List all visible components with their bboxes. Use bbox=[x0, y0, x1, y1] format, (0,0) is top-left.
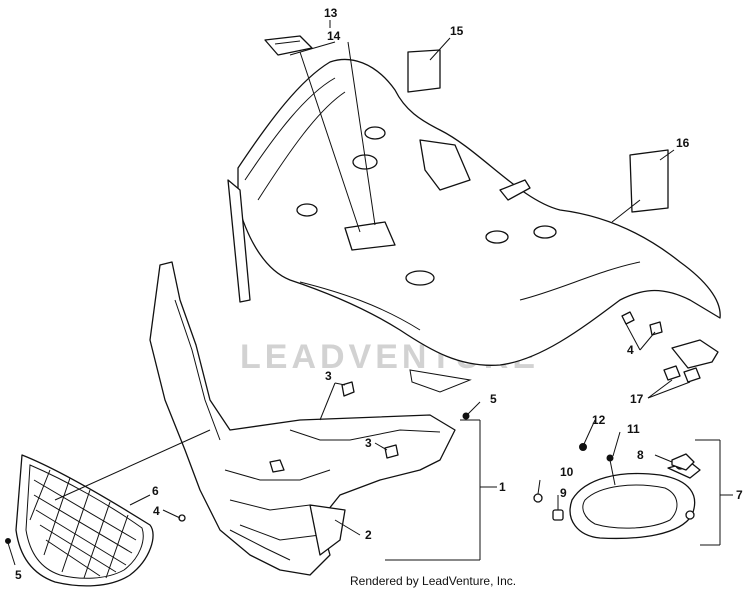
screw-4b bbox=[621, 311, 635, 325]
callout-3a: 3 bbox=[325, 369, 332, 383]
callout-12: 12 bbox=[592, 413, 606, 427]
leader-lines bbox=[7, 20, 733, 566]
callout-5b: 5 bbox=[15, 568, 22, 582]
o-ring-10 bbox=[533, 493, 543, 503]
grommet-9 bbox=[552, 509, 564, 521]
callout-8: 8 bbox=[637, 448, 644, 462]
front-bumper bbox=[149, 261, 456, 576]
callout-6: 6 bbox=[152, 484, 159, 498]
callout-10: 10 bbox=[560, 465, 574, 479]
callout-5a: 5 bbox=[490, 392, 497, 406]
decal-13 bbox=[264, 35, 313, 56]
bracket-17 bbox=[671, 339, 719, 369]
callout-3b: 3 bbox=[365, 436, 372, 450]
callout-1: 1 bbox=[499, 480, 506, 494]
clip-3b bbox=[384, 444, 399, 459]
screw-5b bbox=[5, 538, 11, 544]
grille bbox=[15, 454, 154, 587]
footer-credit: Rendered by LeadVenture, Inc. bbox=[350, 574, 517, 588]
screw-5a bbox=[462, 412, 470, 420]
callout-13: 13 bbox=[324, 6, 338, 20]
clip-3a bbox=[341, 381, 355, 397]
callout-15: 15 bbox=[450, 24, 464, 38]
callout-14: 14 bbox=[327, 29, 341, 43]
decal-15 bbox=[407, 49, 441, 93]
callout-4a: 4 bbox=[153, 504, 160, 518]
bulb-8 bbox=[671, 453, 695, 471]
decal-16 bbox=[629, 149, 669, 213]
callout-16: 16 bbox=[676, 136, 690, 150]
callout-9: 9 bbox=[560, 486, 567, 500]
front-fender-panel bbox=[227, 58, 721, 393]
callout-7: 7 bbox=[736, 488, 743, 502]
screw-12 bbox=[579, 443, 587, 451]
headlight-assembly bbox=[569, 454, 701, 540]
callout-4b: 4 bbox=[627, 343, 634, 357]
callout-11: 11 bbox=[627, 422, 640, 436]
callout-2: 2 bbox=[365, 528, 372, 542]
callout-17: 17 bbox=[630, 392, 644, 406]
clip-4c bbox=[649, 321, 663, 336]
